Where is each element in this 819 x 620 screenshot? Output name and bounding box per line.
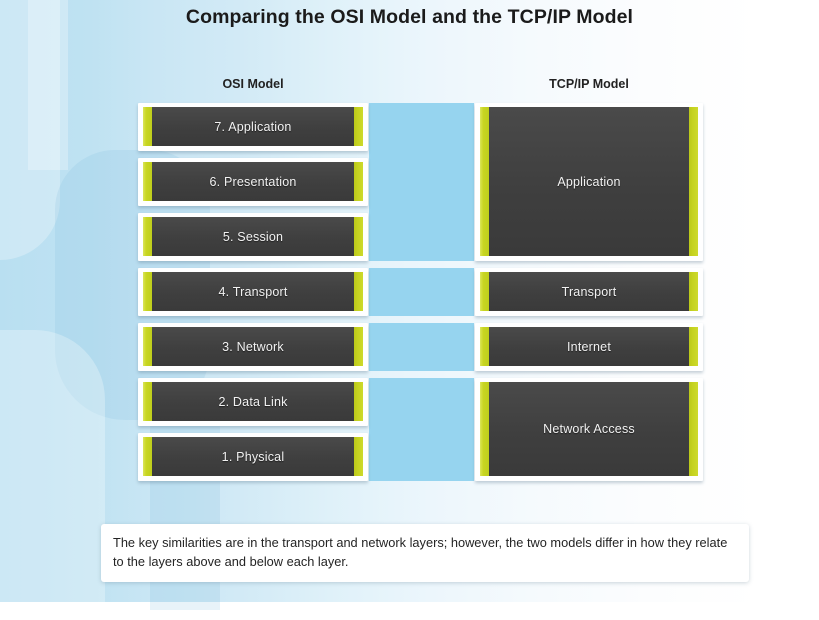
layer-label: 1. Physical	[221, 449, 285, 464]
osi-layer-1[interactable]: 1. Physical	[138, 433, 368, 481]
osi-column-heading: OSI Model	[222, 77, 284, 91]
connector-band-segment	[369, 323, 474, 371]
osi-layer-4[interactable]: 4. Transport	[138, 268, 368, 316]
osi-layer-7[interactable]: 7. Application	[138, 103, 368, 151]
layer-inner: 1. Physical	[143, 437, 363, 476]
layer-label: Internet	[567, 339, 611, 354]
layer-inner: Network Access	[480, 382, 698, 476]
layer-label: 2. Data Link	[218, 394, 288, 409]
tcpip-column-heading: TCP/IP Model	[549, 77, 629, 91]
osi-layer-3[interactable]: 3. Network	[138, 323, 368, 371]
layer-inner: 2. Data Link	[143, 382, 363, 421]
layer-label: Transport	[561, 284, 617, 299]
layer-label: 3. Network	[222, 339, 284, 354]
layer-inner: 7. Application	[143, 107, 363, 146]
layer-inner: Transport	[480, 272, 698, 311]
connector-band-segment	[369, 103, 474, 261]
tcpip-layer-network-access[interactable]: Network Access	[475, 378, 703, 481]
layer-inner: 6. Presentation	[143, 162, 363, 201]
layer-label: 6. Presentation	[209, 174, 297, 189]
layer-inner: Internet	[480, 327, 698, 366]
osi-layer-5[interactable]: 5. Session	[138, 213, 368, 261]
osi-layer-6[interactable]: 6. Presentation	[138, 158, 368, 206]
tcpip-layer-transport[interactable]: Transport	[475, 268, 703, 316]
layer-label: Application	[557, 174, 621, 189]
connector-band-segment	[369, 268, 474, 316]
background-shape-1	[0, 0, 60, 260]
caption-box: The key similarities are in the transpor…	[101, 524, 749, 583]
layer-label: 4. Transport	[218, 284, 288, 299]
layer-label: 5. Session	[222, 229, 284, 244]
layer-inner: Application	[480, 107, 698, 256]
osi-layer-2[interactable]: 2. Data Link	[138, 378, 368, 426]
layer-label: 7. Application	[214, 119, 292, 134]
layer-inner: 3. Network	[143, 327, 363, 366]
tcpip-layer-application[interactable]: Application	[475, 103, 703, 261]
background-shape-3	[0, 330, 105, 620]
connector-band-segment	[369, 378, 474, 481]
layer-label: Network Access	[543, 422, 635, 436]
page-title: Comparing the OSI Model and the TCP/IP M…	[185, 6, 634, 28]
background-shape-5	[28, 0, 68, 170]
tcpip-layer-internet[interactable]: Internet	[475, 323, 703, 371]
layer-inner: 4. Transport	[143, 272, 363, 311]
layer-inner: 5. Session	[143, 217, 363, 256]
